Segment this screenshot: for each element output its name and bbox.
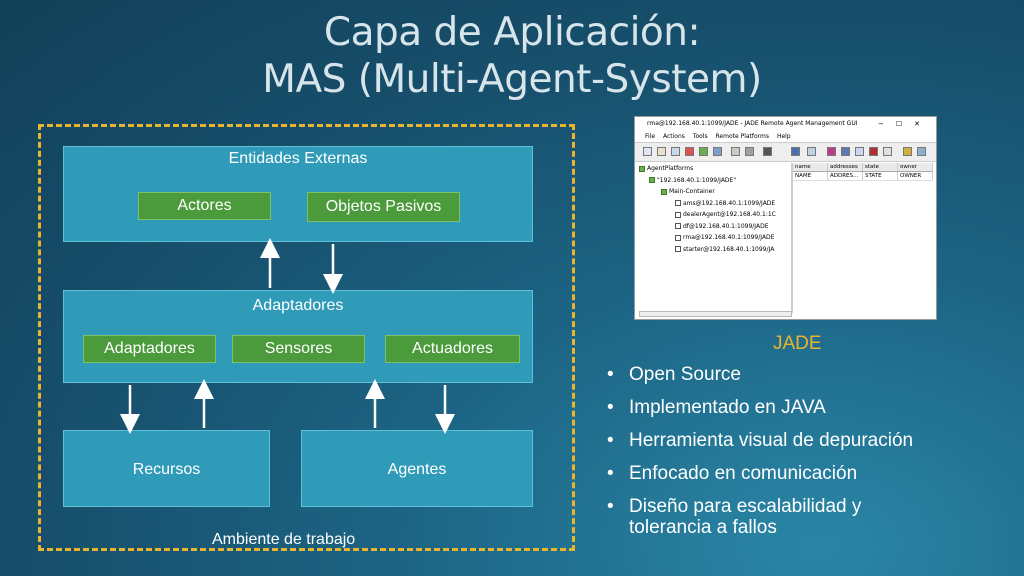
col-addresses[interactable]: addresses bbox=[828, 163, 863, 171]
list-item: Diseño para escalabilidad y tolerancia a… bbox=[607, 496, 929, 538]
toolbar-icon-5[interactable] bbox=[699, 147, 708, 156]
list-item: Herramienta visual de depuración bbox=[607, 430, 929, 451]
actors-box: Actores bbox=[138, 192, 271, 220]
toolbar-icon-12[interactable] bbox=[827, 147, 836, 156]
toolbar bbox=[635, 142, 936, 162]
agents-box: Agentes bbox=[301, 430, 533, 507]
toolbar-icon-2[interactable] bbox=[657, 147, 666, 156]
window-controls-icon[interactable]: −☐✕ bbox=[877, 120, 932, 128]
toolbar-icon-8[interactable] bbox=[745, 147, 754, 156]
adapters-panel-label: Adaptadores bbox=[252, 297, 344, 314]
cell: ADDRES... bbox=[828, 172, 863, 180]
external-entities-panel: Entidades Externas Actores Objetos Pasiv… bbox=[63, 146, 533, 242]
agent-table: name addresses state owner NAME ADDRES..… bbox=[793, 163, 933, 181]
work-environment-boundary bbox=[38, 124, 575, 551]
toolbar-icon-3[interactable] bbox=[671, 147, 680, 156]
tree-node[interactable]: Main-Container bbox=[639, 186, 791, 198]
adapters-panel: Adaptadores Adaptadores Sensores Actuado… bbox=[63, 290, 533, 383]
jade-heading: JADE bbox=[773, 333, 822, 354]
toolbar-icon-7[interactable] bbox=[731, 147, 740, 156]
list-item: Open Source bbox=[607, 364, 929, 385]
toolbar-icon-6[interactable] bbox=[713, 147, 722, 156]
table-header: name addresses state owner bbox=[793, 163, 933, 172]
tree-node[interactable]: "192.168.40.1:1099/JADE" bbox=[639, 175, 791, 187]
toolbar-icon-18[interactable] bbox=[917, 147, 926, 156]
menu-actions[interactable]: Actions bbox=[662, 133, 685, 140]
menu-tools[interactable]: Tools bbox=[692, 133, 708, 140]
list-item: Enfocado en comunicación bbox=[607, 463, 929, 484]
tree-node[interactable]: rma@192.168.40.1:1099/JADE bbox=[639, 232, 791, 244]
split-divider[interactable] bbox=[791, 163, 793, 313]
col-state[interactable]: state bbox=[863, 163, 898, 171]
menu-file[interactable]: File bbox=[645, 133, 656, 140]
agent-tree: AgentPlatforms "192.168.40.1:1099/JADE" … bbox=[639, 163, 791, 313]
menu-remote-platforms[interactable]: Remote Platforms bbox=[715, 133, 770, 140]
toolbar-icon-14[interactable] bbox=[855, 147, 864, 156]
cell: STATE bbox=[863, 172, 898, 180]
cell: NAME bbox=[793, 172, 828, 180]
jade-features-list: Open Source Implementado en JAVA Herrami… bbox=[607, 364, 929, 550]
window-titlebar: rma@192.168.40.1:1099/JADE - JADE Remote… bbox=[635, 117, 936, 131]
window-title: rma@192.168.40.1:1099/JADE - JADE Remote… bbox=[647, 120, 858, 127]
toolbar-icon-9[interactable] bbox=[763, 147, 772, 156]
toolbar-icon-10[interactable] bbox=[791, 147, 800, 156]
col-name[interactable]: name bbox=[793, 163, 828, 171]
cell: OWNER bbox=[898, 172, 933, 180]
toolbar-icon-15[interactable] bbox=[869, 147, 878, 156]
actuators-box: Actuadores bbox=[385, 335, 520, 363]
passive-objects-box: Objetos Pasivos bbox=[307, 192, 460, 222]
tree-horizontal-scrollbar[interactable] bbox=[639, 311, 792, 317]
toolbar-icon-13[interactable] bbox=[841, 147, 850, 156]
toolbar-icon-17[interactable] bbox=[903, 147, 912, 156]
external-entities-label: Entidades Externas bbox=[228, 150, 368, 167]
toolbar-icon-4[interactable] bbox=[685, 147, 694, 156]
resources-box: Recursos bbox=[63, 430, 270, 507]
slide-title-line1: Capa de Aplicación: bbox=[323, 10, 701, 55]
work-environment-label: Ambiente de trabajo bbox=[212, 531, 356, 548]
tree-node[interactable]: dealerAgent@192.168.40.1:1C bbox=[639, 209, 791, 221]
table-row[interactable]: NAME ADDRES... STATE OWNER bbox=[793, 172, 933, 181]
toolbar-icon-16[interactable] bbox=[883, 147, 892, 156]
jade-rma-window: rma@192.168.40.1:1099/JADE - JADE Remote… bbox=[634, 116, 937, 320]
list-item: Implementado en JAVA bbox=[607, 397, 929, 418]
tree-node[interactable]: ams@192.168.40.1:1099/JADE bbox=[639, 198, 791, 210]
menu-bar: File Actions Tools Remote Platforms Help bbox=[635, 131, 936, 142]
tree-node[interactable]: df@192.168.40.1:1099/JADE bbox=[639, 221, 791, 233]
tree-node[interactable]: AgentPlatforms bbox=[639, 163, 791, 175]
adapters-box: Adaptadores bbox=[83, 335, 216, 363]
toolbar-icon-1[interactable] bbox=[643, 147, 652, 156]
tree-node[interactable]: starter@192.168.40.1:1099/JA bbox=[639, 244, 791, 256]
toolbar-icon-11[interactable] bbox=[807, 147, 816, 156]
menu-help[interactable]: Help bbox=[776, 133, 791, 140]
sensors-box: Sensores bbox=[232, 335, 365, 363]
slide-title-line2: MAS (Multi-Agent-System) bbox=[262, 57, 762, 102]
col-owner[interactable]: owner bbox=[898, 163, 933, 171]
